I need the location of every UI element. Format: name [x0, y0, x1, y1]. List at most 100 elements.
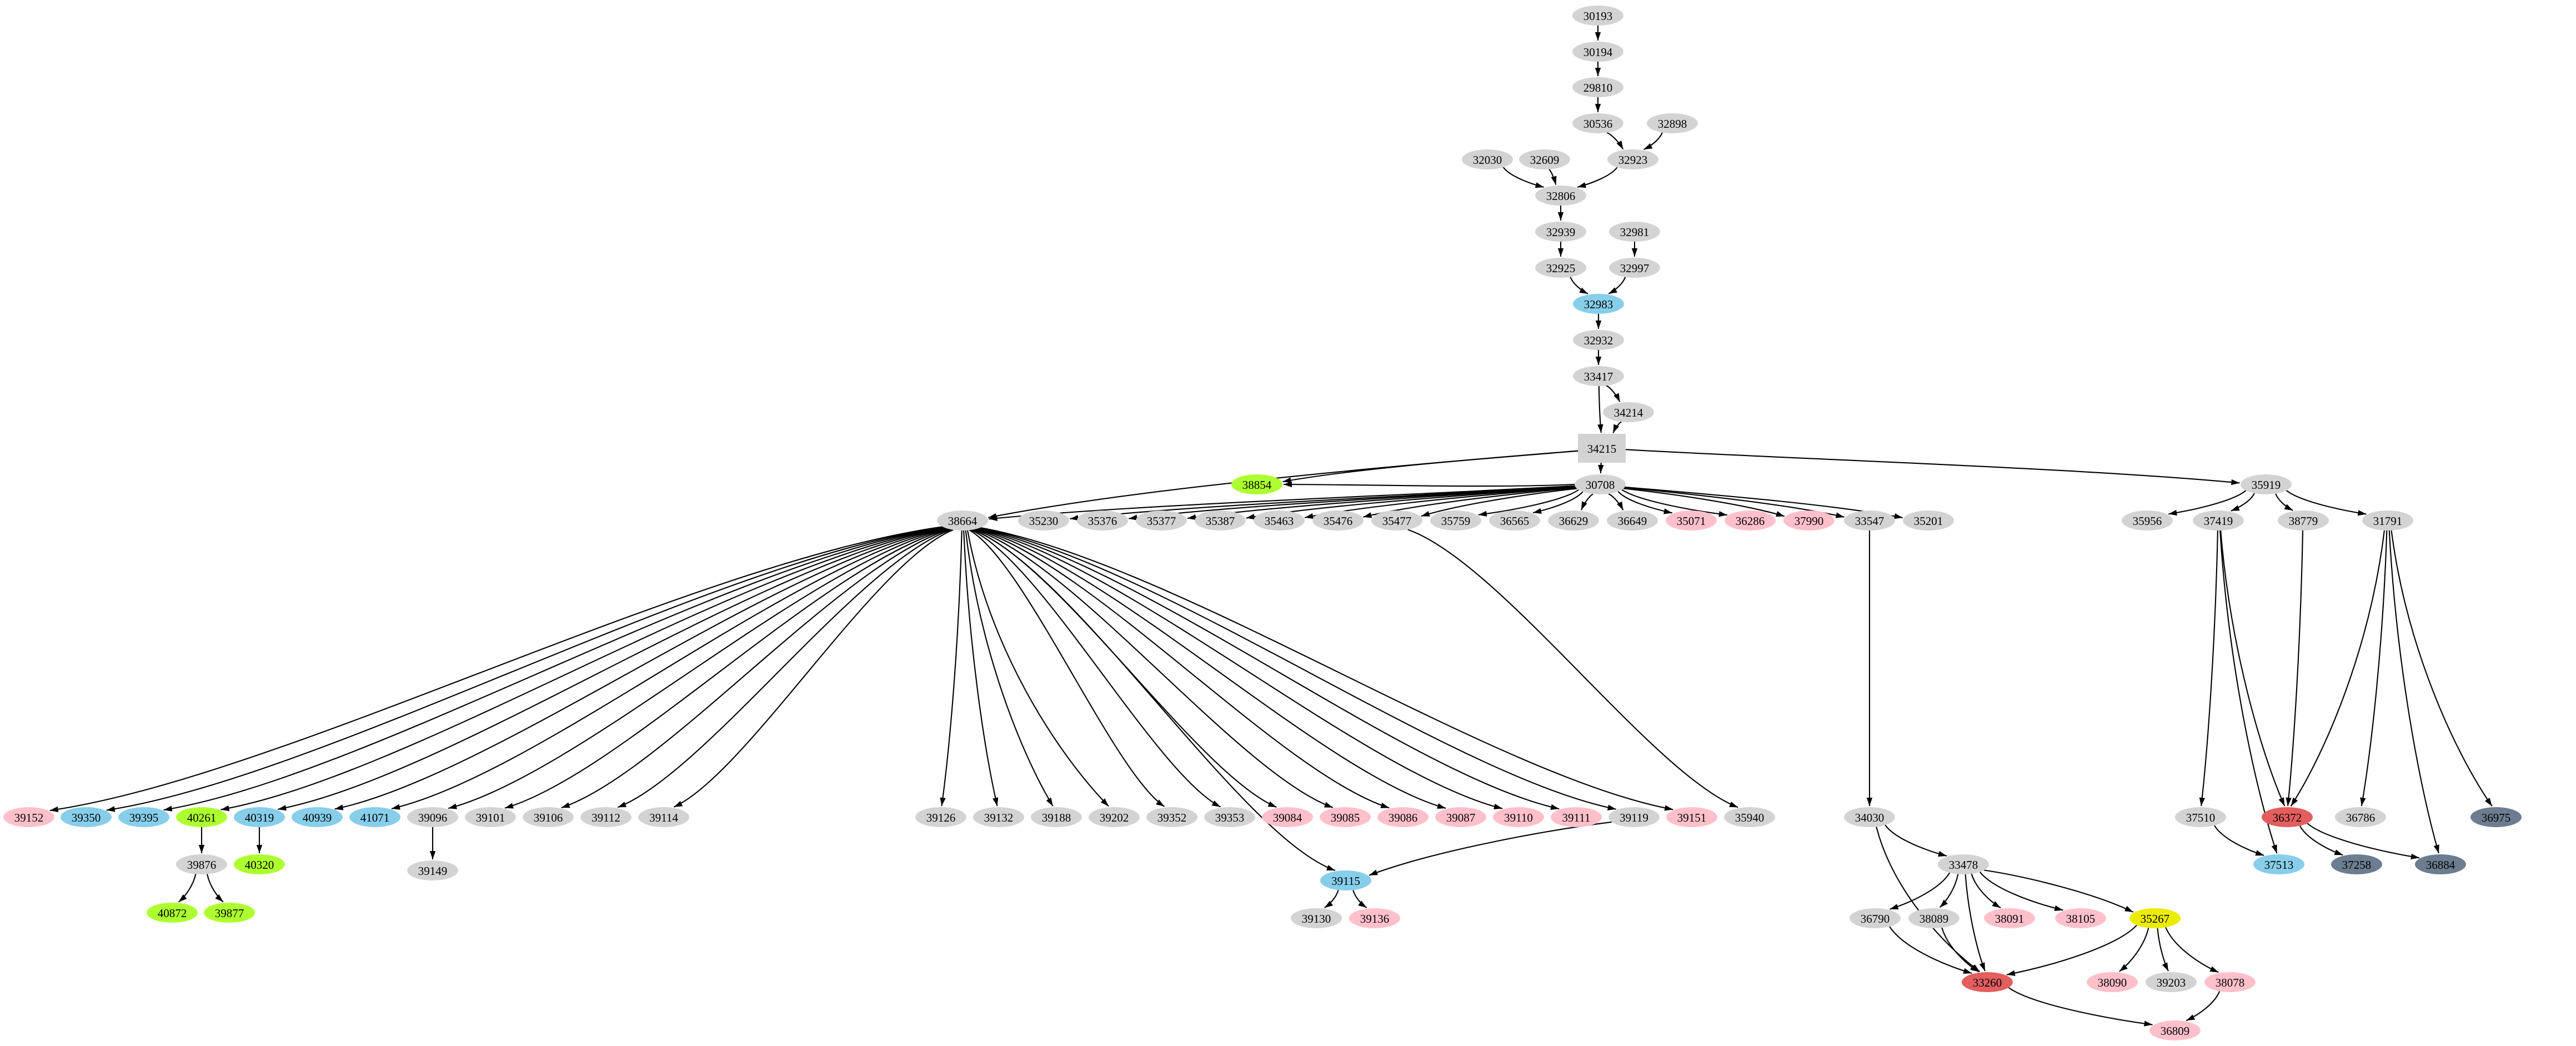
node-ellipse-shape[interactable] [118, 807, 169, 827]
graph-node-38779[interactable]: 38779 [2278, 511, 2329, 530]
graph-node-34030[interactable]: 34030 [1844, 807, 1895, 827]
node-ellipse-shape[interactable] [349, 807, 400, 827]
node-ellipse-shape[interactable] [1018, 511, 1069, 530]
node-ellipse-shape[interactable] [1519, 149, 1570, 169]
node-ellipse-shape[interactable] [1435, 807, 1486, 827]
graph-node-33478[interactable]: 33478 [1938, 854, 1989, 874]
graph-node-35387[interactable]: 35387 [1195, 511, 1246, 530]
graph-node-40939[interactable]: 40939 [292, 807, 343, 827]
node-ellipse-shape[interactable] [2149, 1020, 2201, 1040]
graph-node-39132[interactable]: 39132 [973, 807, 1024, 827]
node-ellipse-shape[interactable] [1377, 807, 1429, 827]
node-ellipse-shape[interactable] [1666, 511, 1717, 530]
graph-node-34215[interactable]: 34215 [1578, 434, 1626, 463]
graph-node-39087[interactable]: 39087 [1435, 807, 1486, 827]
node-ellipse-shape[interactable] [1551, 807, 1602, 827]
node-ellipse-shape[interactable] [1572, 113, 1623, 133]
node-ellipse-shape[interactable] [1603, 402, 1654, 422]
node-ellipse-shape[interactable] [1607, 511, 1658, 530]
node-ellipse-shape[interactable] [61, 807, 112, 827]
node-ellipse-shape[interactable] [1607, 149, 1658, 169]
graph-node-32932[interactable]: 32932 [1573, 330, 1624, 350]
graph-node-36786[interactable]: 36786 [2335, 807, 2386, 827]
graph-node-29810[interactable]: 29810 [1572, 77, 1623, 97]
node-ellipse-shape[interactable] [973, 807, 1024, 827]
node-ellipse-shape[interactable] [1291, 908, 1342, 928]
node-ellipse-shape[interactable] [1647, 113, 1698, 133]
graph-node-33547[interactable]: 33547 [1844, 511, 1895, 530]
node-box-shape[interactable] [1578, 434, 1626, 463]
node-ellipse-shape[interactable] [176, 807, 227, 827]
graph-node-35376[interactable]: 35376 [1077, 511, 1128, 530]
graph-node-35956[interactable]: 35956 [2122, 511, 2173, 530]
node-ellipse-shape[interactable] [1430, 511, 1481, 530]
graph-node-37510[interactable]: 37510 [2175, 807, 2226, 827]
node-ellipse-shape[interactable] [580, 807, 632, 827]
graph-node-36975[interactable]: 36975 [2470, 807, 2522, 827]
graph-node-32925[interactable]: 32925 [1535, 258, 1586, 278]
node-ellipse-shape[interactable] [1320, 807, 1371, 827]
node-ellipse-shape[interactable] [1535, 186, 1586, 206]
node-ellipse-shape[interactable] [2470, 807, 2522, 827]
graph-node-36649[interactable]: 36649 [1607, 511, 1658, 530]
graph-node-39086[interactable]: 39086 [1377, 807, 1429, 827]
graph-node-32898[interactable]: 32898 [1647, 113, 1698, 133]
graph-node-39126[interactable]: 39126 [915, 807, 966, 827]
node-ellipse-shape[interactable] [1844, 807, 1895, 827]
graph-node-36884[interactable]: 36884 [2415, 854, 2466, 874]
node-ellipse-shape[interactable] [1572, 6, 1623, 26]
node-ellipse-shape[interactable] [2278, 511, 2329, 530]
node-ellipse-shape[interactable] [2415, 854, 2466, 874]
node-ellipse-shape[interactable] [2362, 511, 2413, 530]
graph-node-40320[interactable]: 40320 [234, 854, 285, 874]
graph-node-40319[interactable]: 40319 [234, 807, 285, 827]
graph-node-37419[interactable]: 37419 [2193, 511, 2244, 530]
graph-node-38078[interactable]: 38078 [2204, 972, 2256, 992]
graph-node-39114[interactable]: 39114 [638, 807, 689, 827]
graph-node-30536[interactable]: 30536 [1572, 113, 1623, 133]
graph-node-32923[interactable]: 32923 [1607, 149, 1658, 169]
node-ellipse-shape[interactable] [638, 807, 689, 827]
node-ellipse-shape[interactable] [1462, 149, 1513, 169]
node-ellipse-shape[interactable] [2335, 807, 2386, 827]
graph-node-36809[interactable]: 36809 [2149, 1020, 2201, 1040]
node-ellipse-shape[interactable] [1089, 807, 1140, 827]
graph-node-35377[interactable]: 35377 [1136, 511, 1187, 530]
graph-node-41071[interactable]: 41071 [349, 807, 400, 827]
graph-node-31791[interactable]: 31791 [2362, 511, 2413, 530]
graph-node-36565[interactable]: 36565 [1489, 511, 1540, 530]
node-ellipse-shape[interactable] [2175, 807, 2226, 827]
graph-node-39350[interactable]: 39350 [61, 807, 112, 827]
graph-node-38854[interactable]: 38854 [1231, 474, 1282, 494]
node-ellipse-shape[interactable] [915, 807, 966, 827]
graph-node-36286[interactable]: 36286 [1725, 511, 1776, 530]
node-ellipse-shape[interactable] [1573, 366, 1624, 386]
node-ellipse-shape[interactable] [2253, 854, 2304, 874]
graph-node-35267[interactable]: 35267 [2129, 908, 2181, 928]
graph-node-39202[interactable]: 39202 [1089, 807, 1140, 827]
graph-node-40261[interactable]: 40261 [176, 807, 227, 827]
graph-node-39110[interactable]: 39110 [1493, 807, 1544, 827]
node-ellipse-shape[interactable] [1312, 511, 1364, 530]
node-ellipse-shape[interactable] [2087, 972, 2138, 992]
graph-node-38089[interactable]: 38089 [1908, 908, 1959, 928]
node-ellipse-shape[interactable] [1783, 511, 1835, 530]
node-ellipse-shape[interactable] [1493, 807, 1544, 827]
graph-node-37513[interactable]: 37513 [2253, 854, 2304, 874]
graph-node-35201[interactable]: 35201 [1903, 511, 1954, 530]
graph-node-39084[interactable]: 39084 [1262, 807, 1313, 827]
node-ellipse-shape[interactable] [1844, 511, 1895, 530]
graph-node-32997[interactable]: 32997 [1609, 258, 1660, 278]
graph-node-37990[interactable]: 37990 [1783, 511, 1835, 530]
graph-node-32609[interactable]: 32609 [1519, 149, 1570, 169]
node-ellipse-shape[interactable] [1320, 870, 1371, 890]
graph-node-39119[interactable]: 39119 [1608, 807, 1660, 827]
node-ellipse-shape[interactable] [1535, 258, 1586, 278]
node-ellipse-shape[interactable] [1548, 511, 1599, 530]
graph-node-39101[interactable]: 39101 [465, 807, 516, 827]
node-ellipse-shape[interactable] [1535, 222, 1586, 242]
node-ellipse-shape[interactable] [1572, 77, 1623, 97]
graph-node-36629[interactable]: 36629 [1548, 511, 1599, 530]
node-ellipse-shape[interactable] [1575, 474, 1626, 494]
node-ellipse-shape[interactable] [1254, 511, 1305, 530]
